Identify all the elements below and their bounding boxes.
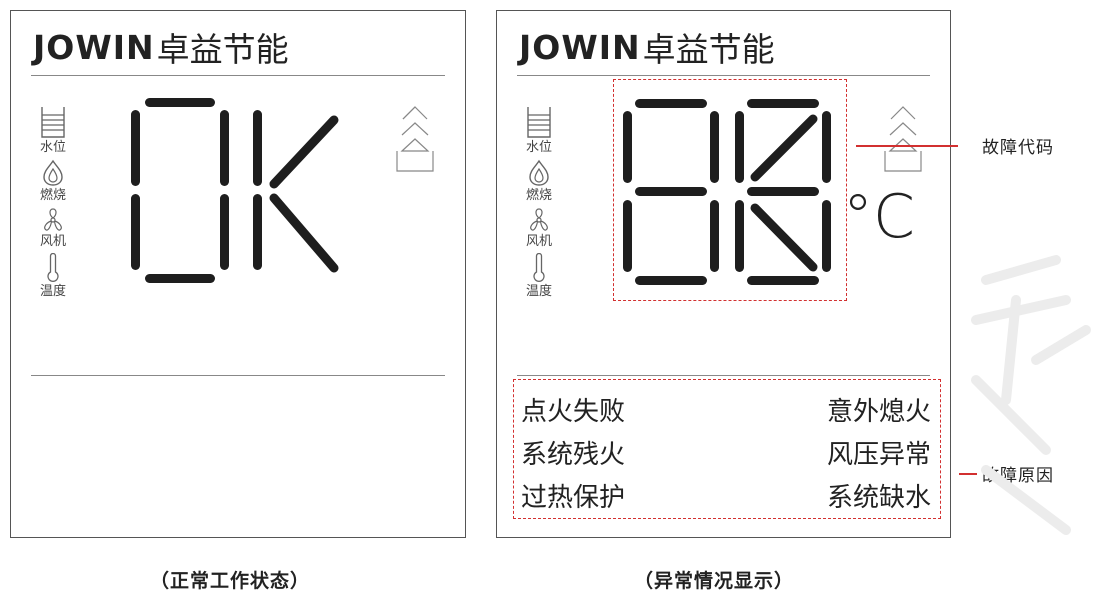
fault-accidental-flameout: 意外熄火 [827,397,932,427]
indicator-column: 水位 燃烧 风机 温度 [517,105,561,299]
segment-d1-a [635,99,707,108]
indicator-label: 燃烧 [525,188,552,203]
heating-arrows-icon [884,106,922,172]
indicator-temperature: 温度 [517,253,561,299]
segment-d1-e [623,200,632,272]
indicator-label: 水位 [39,140,66,155]
fault-ignition-failure: 点火失败 [521,397,626,427]
segment-d2-e [735,200,744,272]
indicator-flame: 燃烧 [31,159,75,203]
fault-residual-flame: 系统残火 [521,440,626,470]
segment-d2-upper-diagonal [750,114,818,182]
segment-o-upper-right [220,110,229,186]
indicator-fan: 风机 [31,207,75,249]
fault-code-callout-line [856,145,958,147]
segment-k-upper-left [253,110,262,186]
indicator-water-level: 水位 [31,105,75,155]
bottom-divider [517,375,930,376]
fault-overheat-protection: 过热保护 [521,483,626,513]
flame-icon [43,159,63,186]
brand-logo: JOWIN [33,27,155,67]
fan-icon [530,208,548,231]
fault-reason-callout-line [959,473,977,475]
caption-normal: （正常工作状态） [150,570,311,592]
segment-d1-f [623,111,632,183]
fault-code-box [613,79,847,301]
indicator-label: 温度 [525,284,552,299]
heating-arrows-icon [396,106,434,172]
segment-d2-d [747,276,819,285]
fault-water-shortage: 系统缺水 [827,483,932,513]
segment-k-lower-diagonal [269,193,339,273]
indicator-label: 温度 [39,284,66,299]
indicator-label: 风机 [39,234,66,249]
indicator-water-level: 水位 [517,105,561,155]
water-level-icon [41,107,65,138]
segment-d1-d [635,276,707,285]
bottom-divider [31,375,445,376]
temperature-unit: °C [843,182,915,252]
water-level-icon [527,107,551,138]
indicator-label: 风机 [525,234,552,249]
brand-name: 卓益节能 [642,30,775,69]
segment-d1-b [710,111,719,183]
segment-o-lower-right [220,194,229,270]
abnormal-state-panel: JOWIN 卓益节能 水位 燃烧 [496,10,951,538]
segment-d2-g [747,187,819,196]
segment-d2-b [822,111,831,183]
fan-icon [44,208,62,231]
brand: JOWIN 卓益节能 [519,25,775,70]
caption-abnormal: （异常情况显示） [634,570,795,592]
indicator-temperature: 温度 [31,253,75,299]
thermometer-icon [47,253,59,282]
indicator-label: 燃烧 [39,188,66,203]
segment-d2-lower-diagonal [750,203,818,272]
fault-wind-pressure-abnormal: 风压异常 [827,440,932,470]
brand-name: 卓益节能 [156,30,289,69]
indicator-fan: 风机 [517,207,561,249]
watermark [971,255,1091,535]
fault-code-display [623,99,831,285]
segment-k-lower-left [253,194,262,270]
top-divider [517,75,930,76]
segment-d2-c [822,200,831,272]
fault-reason-box [513,379,941,519]
ok-display [131,98,339,283]
segment-o-upper-left [131,110,140,186]
segment-o-top [145,98,215,107]
segment-d1-g [635,187,707,196]
flame-icon [529,159,549,186]
fault-code-callout: 故障代码 [982,138,1054,158]
indicator-column: 水位 燃烧 风机 温度 [31,105,75,299]
brand-logo: JOWIN [519,27,641,67]
normal-state-panel: JOWIN 卓益节能 水位 燃烧 [10,10,466,538]
top-divider [31,75,445,76]
indicator-flame: 燃烧 [517,159,561,203]
segment-o-bottom [145,274,215,283]
segment-d1-c [710,200,719,272]
segment-d2-a [747,99,819,108]
indicator-label: 水位 [525,140,552,155]
brand: JOWIN 卓益节能 [33,25,289,70]
segment-d2-f [735,111,744,183]
segment-o-lower-left [131,194,140,270]
thermometer-icon [533,253,545,282]
segment-k-upper-diagonal [269,115,339,189]
